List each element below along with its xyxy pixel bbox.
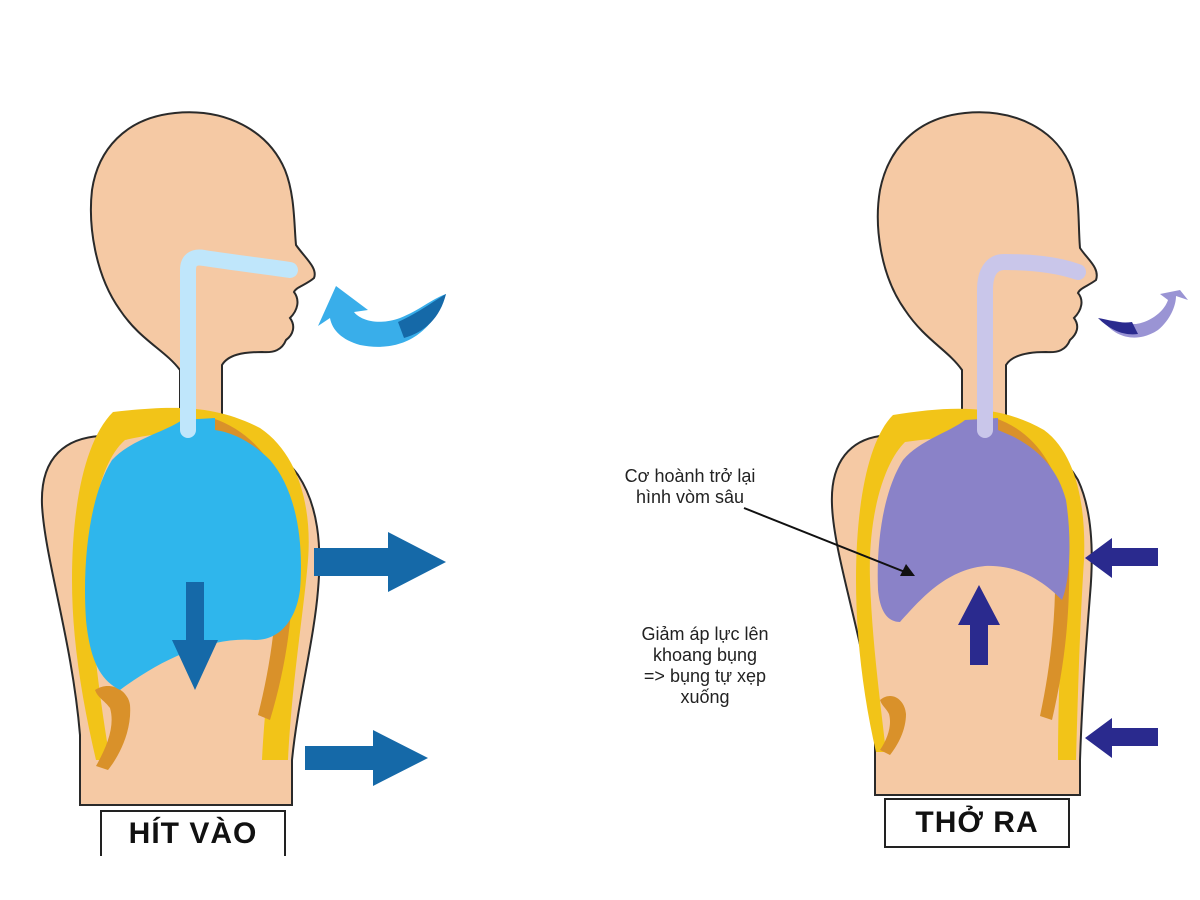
inhale-airway: [180, 249, 298, 438]
inhale-air-arrow-tail: [398, 294, 446, 338]
inhale-fat-layer: [72, 407, 309, 760]
diaphragm-note-line: Cơ hoành trở lại: [624, 466, 756, 486]
inhale-rib: [95, 685, 131, 770]
exhale-fat-layer: [856, 408, 1085, 760]
exhale-rib: [880, 695, 906, 755]
inhale-chest-arrow: [314, 532, 446, 592]
exhale-chest-arrow: [1085, 538, 1158, 578]
exhale-airway: [977, 253, 1086, 438]
inhale-label: HÍT VÀO: [100, 810, 286, 856]
exhale-diaphragm-arrow: [958, 585, 1000, 665]
inhale-abdomen-arrow: [305, 730, 428, 786]
inhale-diaphragm-arrow: [172, 582, 218, 690]
abdomen-note-line: Giảm áp lực lên: [641, 624, 769, 644]
inhale-lungs: [85, 418, 301, 690]
abdomen-note-line: xuống: [680, 687, 730, 707]
diaphragm-pointer-head: [900, 564, 915, 576]
abdomen-note: Giảm áp lực lên khoang bụng => bụng tự x…: [595, 624, 815, 708]
exhale-label: THỞ RA: [884, 798, 1070, 848]
diaphragm-note: Cơ hoành trở lại hình vòm sâu: [590, 466, 790, 508]
abdomen-note-line: => bụng tự xẹp: [643, 666, 767, 686]
exhale-abdomen-arrow: [1085, 718, 1158, 758]
exhale-lungs: [877, 418, 1070, 622]
exhale-air-arrow-tail: [1098, 318, 1138, 335]
abdomen-note-line: khoang bụng: [652, 645, 758, 665]
diaphragm-pointer-line: [743, 507, 906, 573]
exhale-figure: [830, 111, 1188, 796]
inhale-figure: [40, 111, 446, 806]
diaphragm-note-line: hình vòm sâu: [635, 487, 745, 507]
